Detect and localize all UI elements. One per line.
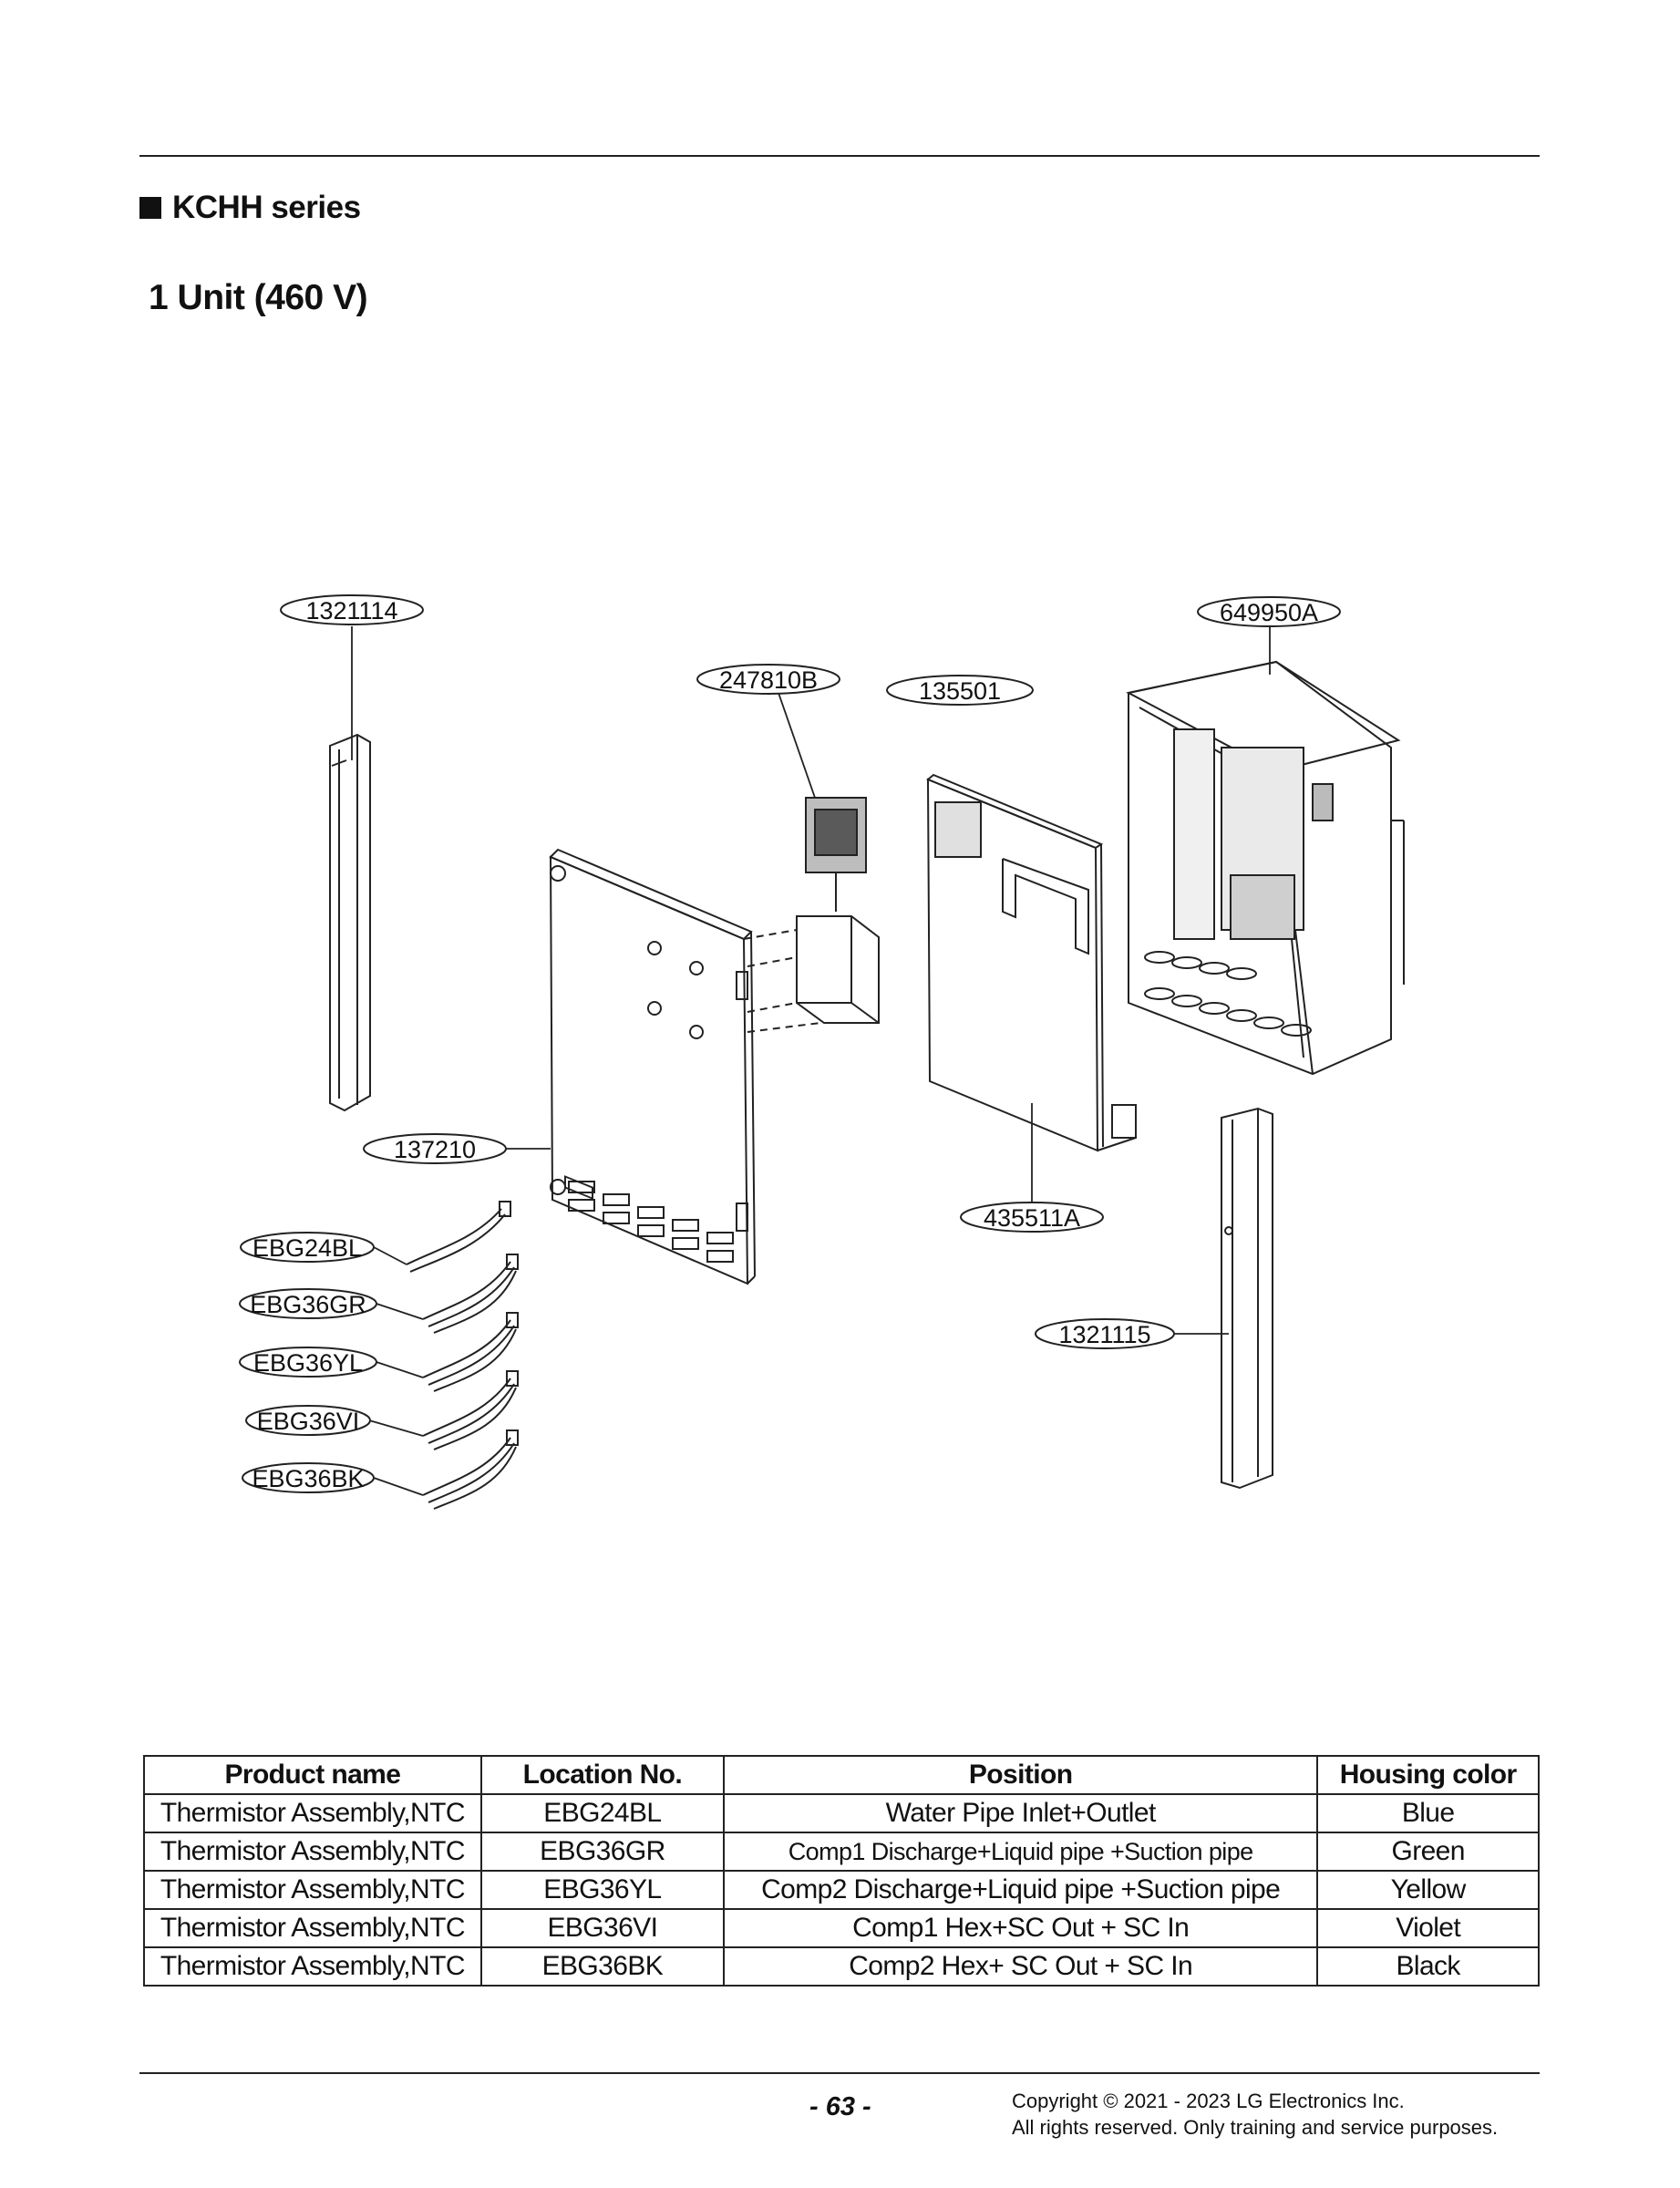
callout-label: 649950A: [1220, 599, 1318, 626]
callout-label: 435511A: [984, 1204, 1080, 1232]
rights-line: All rights reserved. Only training and s…: [1012, 2116, 1499, 2139]
table-row: Thermistor Assembly,NTC EBG36VI Comp1 He…: [143, 1908, 1540, 1948]
page-number: - 63 -: [809, 2092, 871, 2121]
callout-435511A: 435511A: [960, 1202, 1104, 1233]
callout-label: 247810B: [719, 666, 818, 694]
inner-panel: [926, 773, 1137, 1152]
cell-position: Water Pipe Inlet+Outlet: [722, 1793, 1319, 1833]
table-row: Thermistor Assembly,NTC EBG24BL Water Pi…: [143, 1793, 1540, 1833]
header-location-no: Location No.: [479, 1755, 726, 1795]
top-rule: [139, 155, 1540, 157]
leader-lines: [351, 626, 1271, 1496]
callout-649950A: 649950A: [1197, 596, 1341, 627]
callout-label: EBG36YL: [253, 1349, 363, 1377]
exploded-parts-diagram: 1321114 649950A 247810B 135501 137210 43…: [239, 594, 1405, 1510]
cell-location-no: EBG36YL: [479, 1870, 726, 1910]
cell-product-name: Thermistor Assembly,NTC: [143, 1793, 482, 1833]
cell-product-name: Thermistor Assembly,NTC: [143, 1870, 482, 1910]
cell-housing-color: Green: [1316, 1832, 1540, 1872]
callout-EBG36VI: EBG36VI: [245, 1405, 371, 1436]
callout-label: EBG24BL: [253, 1234, 362, 1262]
callout-label: 1321114: [305, 597, 397, 624]
square-bullet-icon: [139, 197, 161, 219]
right-side-panel: [1221, 1107, 1273, 1490]
cell-location-no: EBG36GR: [479, 1832, 726, 1872]
callout-1321114: 1321114: [280, 594, 424, 625]
callout-label: 1321115: [1058, 1321, 1150, 1348]
door-vent-slots: [568, 1181, 734, 1263]
table-header-row: Product name Location No. Position Housi…: [143, 1755, 1540, 1795]
front-door-panel: [549, 848, 756, 1285]
header-product-name: Product name: [143, 1755, 482, 1795]
cell-product-name: Thermistor Assembly,NTC: [143, 1832, 482, 1872]
main-cabinet: [1126, 660, 1405, 1076]
cell-housing-color: Black: [1316, 1946, 1540, 1987]
table-row: Thermistor Assembly,NTC EBG36GR Comp1 Di…: [143, 1832, 1540, 1872]
callout-label: EBG36GR: [250, 1291, 366, 1318]
cell-position: Comp2 Discharge+Liquid pipe +Suction pip…: [722, 1870, 1319, 1910]
cell-product-name: Thermistor Assembly,NTC: [143, 1946, 482, 1987]
cell-location-no: EBG36BK: [479, 1946, 726, 1987]
copyright-notice: Copyright © 2021 - 2023 LG Electronics I…: [1012, 2088, 1498, 2141]
section-heading: KCHH series: [139, 190, 361, 226]
callout-label: EBG36BK: [252, 1465, 364, 1492]
header-position: Position: [722, 1755, 1319, 1795]
callout-label: 137210: [394, 1136, 476, 1163]
cell-product-name: Thermistor Assembly,NTC: [143, 1908, 482, 1948]
callout-EBG24BL: EBG24BL: [240, 1232, 375, 1263]
parts-table: Product name Location No. Position Housi…: [143, 1755, 1540, 1987]
callout-135501: 135501: [886, 675, 1034, 706]
table-row: Thermistor Assembly,NTC EBG36YL Comp2 Di…: [143, 1870, 1540, 1910]
callout-247810B: 247810B: [696, 664, 840, 695]
table-row: Thermistor Assembly,NTC EBG36BK Comp2 He…: [143, 1946, 1540, 1987]
callout-label: EBG36VI: [257, 1408, 360, 1435]
header-housing-color: Housing color: [1316, 1755, 1540, 1795]
left-side-panel: [329, 733, 371, 1112]
cell-position: Comp2 Hex+ SC Out + SC In: [722, 1946, 1319, 1987]
thermistor-assemblies: [406, 1201, 519, 1510]
copyright-line: Copyright © 2021 - 2023 LG Electronics I…: [1012, 2090, 1405, 2112]
callout-EBG36BK: EBG36BK: [242, 1462, 375, 1493]
callout-1321115: 1321115: [1035, 1318, 1175, 1349]
cell-housing-color: Violet: [1316, 1908, 1540, 1948]
cell-position: Comp1 Discharge+Liquid pipe +Suction pip…: [722, 1832, 1319, 1872]
cell-location-no: EBG24BL: [479, 1793, 726, 1833]
cell-location-no: EBG36VI: [479, 1908, 726, 1948]
cell-housing-color: Blue: [1316, 1793, 1540, 1833]
callout-137210: 137210: [363, 1133, 507, 1164]
callout-label: 135501: [919, 677, 1001, 705]
section-heading-text: KCHH series: [172, 190, 361, 225]
unit-title: 1 Unit (460 V): [149, 278, 368, 317]
cell-position: Comp1 Hex+SC Out + SC In: [722, 1908, 1319, 1948]
cell-housing-color: Yellow: [1316, 1870, 1540, 1910]
callout-EBG36YL: EBG36YL: [239, 1347, 377, 1378]
display-module: [743, 797, 880, 1033]
cabinet-knockout-holes: [1144, 951, 1312, 1037]
callout-EBG36GR: EBG36GR: [239, 1288, 377, 1319]
bottom-rule: [139, 2072, 1540, 2074]
